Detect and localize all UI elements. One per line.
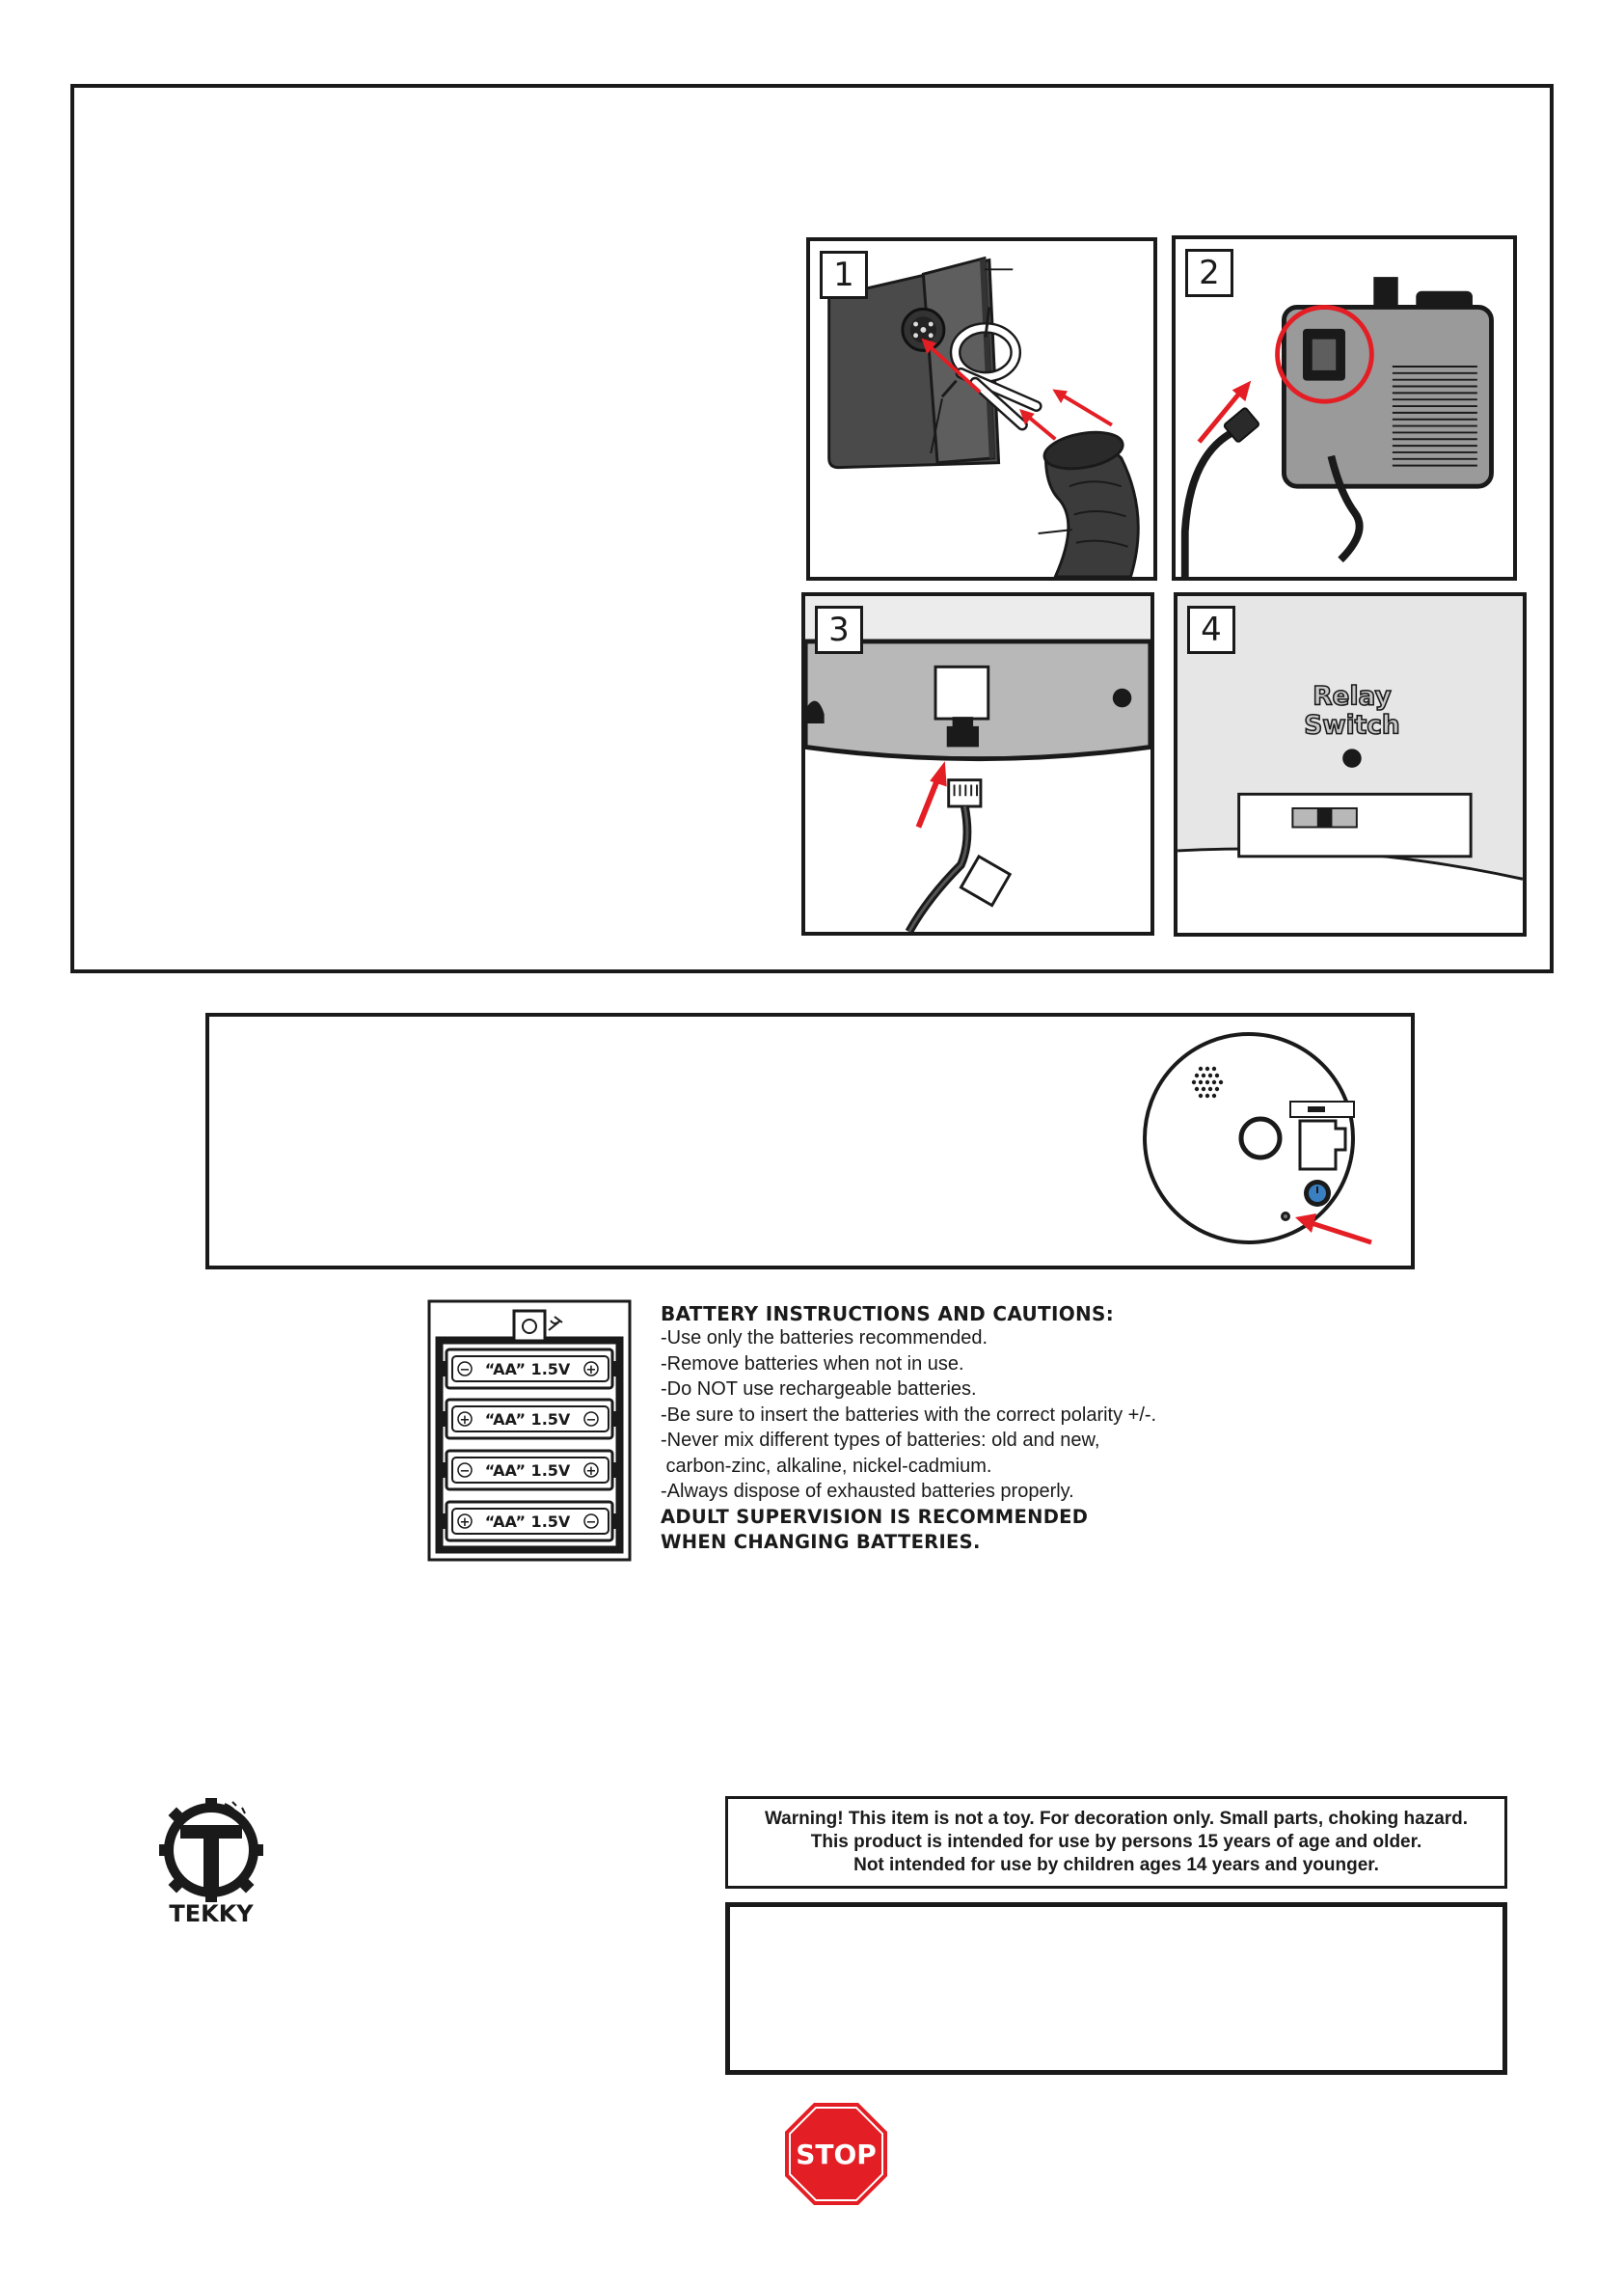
battery-instruction-line: -Never mix different types of batteries:… <box>661 1430 1100 1451</box>
step-3-number: 3 <box>815 606 863 654</box>
warning-line-1: Warning! This item is not a toy. For dec… <box>764 1809 1469 1829</box>
battery-compartment-diagram: − + + − − + + − “AA” 1.5V “AA” 1.5V “AA”… <box>427 1299 632 1562</box>
supervision-line-2: WHEN CHANGING BATTERIES. <box>661 1531 981 1553</box>
stop-sign-text: STOP <box>796 2139 877 2170</box>
battery-instructions-title: BATTERY INSTRUCTIONS AND CAUTIONS: <box>661 1302 1115 1325</box>
cell-4-right-symbol: − <box>586 1515 597 1530</box>
cell-3-left-symbol: − <box>460 1464 471 1479</box>
cell-4-label: “AA” 1.5V <box>485 1512 571 1531</box>
tekky-logo: TEKKY <box>159 1798 263 1927</box>
battery-instruction-line: carbon-zinc, alkaline, nickel-cadmium. <box>661 1455 992 1477</box>
battery-instruction-line: -Remove batteries when not in use. <box>661 1352 964 1375</box>
cell-3-label: “AA” 1.5V <box>485 1461 571 1480</box>
reset-button-diagram <box>1143 1032 1372 1245</box>
cell-2-right-symbol: − <box>586 1413 597 1428</box>
step-2-number: 2 <box>1185 249 1233 297</box>
step-2-panel: 2 <box>1172 235 1517 581</box>
cell-4-left-symbol: + <box>460 1515 471 1530</box>
supervision-line-1: ADULT SUPERVISION IS RECOMMENDED <box>661 1505 1089 1528</box>
cell-1-label: “AA” 1.5V <box>485 1360 571 1378</box>
stop-sign-icon: STOP <box>785 2103 887 2205</box>
step-3-illustration <box>805 596 1150 932</box>
cell-1-right-symbol: + <box>586 1363 597 1377</box>
warning-line-2: This product is intended for use by pers… <box>810 1832 1422 1852</box>
battery-instruction-line: -Be sure to insert the batteries with th… <box>661 1403 1157 1426</box>
logo-text: TEKKY <box>169 1900 254 1927</box>
relay-switch-label-line1: Relay <box>1313 682 1391 711</box>
battery-instructions: BATTERY INSTRUCTIONS AND CAUTIONS: -Use … <box>661 1302 1259 1556</box>
step-3-panel: 3 <box>801 592 1154 936</box>
relay-switch-label-line2: Switch <box>1304 712 1399 741</box>
step-1-panel: 1 <box>806 237 1157 581</box>
warning-line-3: Not intended for use by children ages 14… <box>853 1855 1379 1875</box>
step-1-number: 1 <box>820 251 868 299</box>
step-4-illustration: Relay Switch <box>1177 596 1523 881</box>
battery-instruction-line: -Do NOT use rechargeable batteries. <box>661 1378 977 1400</box>
cell-2-label: “AA” 1.5V <box>485 1410 571 1429</box>
battery-instruction-line: -Use only the batteries recommended. <box>661 1327 988 1349</box>
battery-instruction-line: -Always dispose of exhausted batteries p… <box>661 1481 1074 1502</box>
step-2-illustration <box>1180 277 1494 577</box>
step-4-number: 4 <box>1187 606 1235 654</box>
step-4-panel: 4 Relay Switch <box>1174 592 1527 937</box>
info-box <box>725 1902 1507 2075</box>
cell-2-left-symbol: + <box>460 1413 471 1428</box>
step-1-illustration <box>827 256 1140 577</box>
cell-3-right-symbol: + <box>586 1464 597 1479</box>
warning-box: Warning! This item is not a toy. For dec… <box>725 1796 1507 1889</box>
cell-1-left-symbol: − <box>460 1363 471 1377</box>
